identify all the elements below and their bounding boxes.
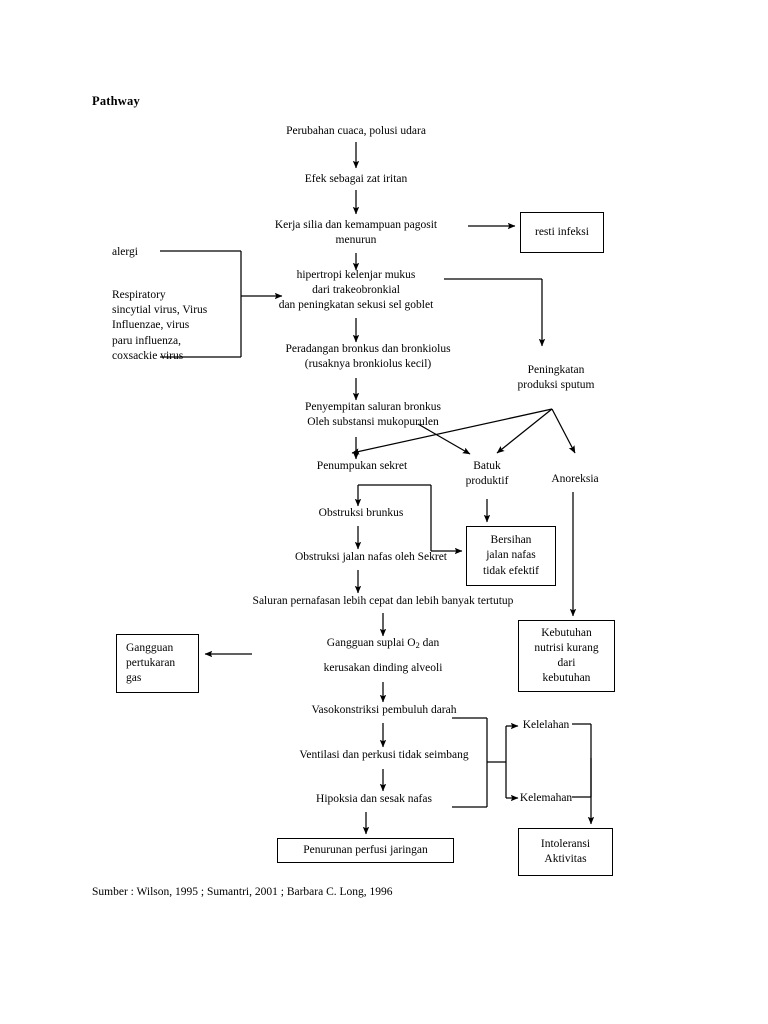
node-kerusakan-dinding-alveoli: kerusakan dinding alveoli: [323, 662, 443, 674]
node-penyempitan-saluran-bronkus: Penyempitan saluran bronkus Oleh substan…: [304, 401, 442, 429]
node-obstruksi-jalan-nafas: Obstruksi jalan nafas oleh Sekret: [294, 551, 447, 563]
node-efek-iritan: Efek sebagai zat iritan: [304, 173, 408, 185]
box-intoleransi-aktivitas: Intoleransi Aktivitas: [518, 828, 613, 876]
node-kerja-silia: Kerja silia dan kemampuan pagosit menuru…: [274, 219, 438, 247]
node-penumpukan-sekret: Penumpukan sekret: [316, 460, 408, 472]
node-batuk-produktif: Batuk produktif: [465, 460, 509, 488]
box-bersihan-jalan-nafas: Bersihan jalan nafas tidak efektif: [466, 526, 556, 586]
box-resti-infeksi: resti infeksi: [520, 212, 604, 253]
node-alergi: alergi: [112, 246, 138, 258]
page-title: Pathway: [92, 94, 140, 108]
box-penurunan-perfusi-jaringan: Penurunan perfusi jaringan: [277, 838, 454, 863]
box-kebutuhan-nutrisi: Kebutuhan nutrisi kurang dari kebutuhan: [518, 620, 615, 692]
node-hipoksia-sesak-nafas: Hipoksia dan sesak nafas: [316, 793, 432, 805]
node-kelelahan: Kelelahan: [522, 719, 570, 731]
box-gangguan-pertukaran-gas: Gangguan pertukaran gas: [116, 634, 199, 693]
node-respiratory-virus: Respiratory sincytial virus, Virus Influ…: [112, 289, 208, 362]
node-kelemahan: Kelemahan: [519, 792, 573, 804]
node-hipertropi-kelenjar-mukus: hipertropi kelenjar mukus dari trakeobro…: [278, 269, 434, 312]
node-peningkatan-produksi-sputum: Peningkatan produksi sputum: [517, 364, 595, 392]
node-gangguan-suplai-o2: Gangguan suplai O2 dan: [326, 637, 440, 650]
node-vasokonstriksi-pembuluh-darah: Vasokonstriksi pembuluh darah: [311, 704, 457, 716]
node-perubahan-cuaca: Perubahan cuaca, polusi udara: [286, 125, 426, 137]
node-peradangan-bronkus: Peradangan bronkus dan bronkiolus (rusak…: [285, 343, 451, 371]
node-saluran-pernafasan: Saluran pernafasan lebih cepat dan lebih…: [252, 595, 514, 607]
node-obstruksi-brunkus: Obstruksi brunkus: [318, 507, 404, 519]
node-ventilasi-perkusi: Ventilasi dan perkusi tidak seimbang: [299, 749, 469, 761]
node-anoreksia: Anoreksia: [551, 473, 599, 485]
source-note: Sumber : Wilson, 1995 ; Sumantri, 2001 ;…: [92, 886, 393, 898]
